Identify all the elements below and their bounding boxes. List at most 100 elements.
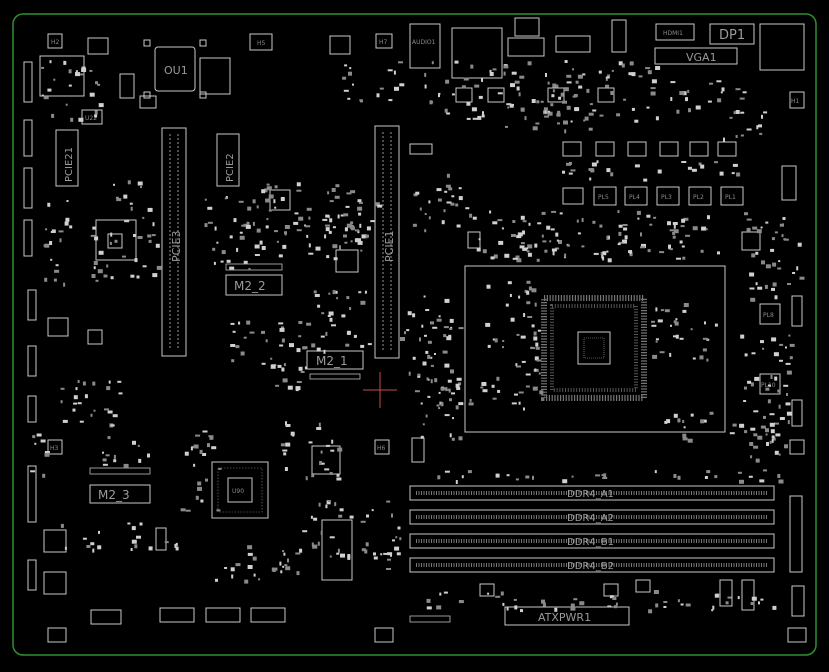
passive-component bbox=[637, 217, 640, 220]
passive-component bbox=[235, 563, 241, 567]
passive-component bbox=[274, 230, 278, 233]
passive-component bbox=[489, 72, 494, 76]
passive-component bbox=[374, 202, 380, 207]
passive-component bbox=[574, 107, 580, 112]
passive-component bbox=[609, 595, 614, 599]
passive-component bbox=[592, 220, 596, 224]
passive-component bbox=[304, 366, 307, 370]
passive-component bbox=[700, 164, 705, 169]
passive-component bbox=[86, 545, 91, 548]
passive-component bbox=[208, 435, 214, 438]
passive-component bbox=[91, 274, 96, 278]
passive-component bbox=[534, 368, 537, 372]
passive-component bbox=[770, 429, 775, 434]
audio1-label: AUDIO1 bbox=[412, 39, 436, 46]
passive-component bbox=[34, 442, 37, 445]
passive-component bbox=[73, 395, 78, 400]
passive-component bbox=[449, 318, 454, 323]
passive-component bbox=[572, 95, 577, 98]
passive-component bbox=[226, 259, 231, 263]
passive-component bbox=[147, 453, 150, 458]
passive-component bbox=[681, 161, 687, 163]
passive-component bbox=[596, 160, 599, 164]
passive-component bbox=[759, 132, 763, 135]
passive-component bbox=[540, 100, 544, 103]
passive-component bbox=[779, 223, 784, 227]
passive-component bbox=[520, 609, 523, 613]
vrm-chokes: PL5 PL4 PL3 PL2 PL1 PL8 PL10 H1 bbox=[562, 91, 805, 395]
passive-component bbox=[98, 103, 104, 108]
passive-component bbox=[746, 227, 751, 232]
passive-component bbox=[320, 450, 323, 454]
passive-component bbox=[757, 435, 763, 440]
passive-component bbox=[581, 245, 585, 248]
passive-component bbox=[240, 351, 245, 356]
pl8-label: PL8 bbox=[763, 312, 774, 319]
passive-component bbox=[647, 70, 652, 75]
slot-m2-1: M2_1 bbox=[306, 350, 364, 380]
passive-component bbox=[690, 328, 693, 331]
passive-component bbox=[285, 424, 291, 427]
passive-component bbox=[748, 475, 753, 478]
passive-component bbox=[30, 470, 36, 473]
passive-component bbox=[758, 124, 762, 128]
passive-component bbox=[364, 290, 367, 294]
passive-component bbox=[528, 222, 531, 226]
passive-component bbox=[534, 302, 537, 307]
passive-component bbox=[324, 234, 327, 239]
passive-component bbox=[747, 380, 752, 384]
passive-component bbox=[231, 359, 235, 363]
passive-component bbox=[40, 439, 46, 443]
passive-component bbox=[330, 449, 335, 452]
passive-component bbox=[81, 68, 87, 72]
passive-component bbox=[273, 567, 278, 571]
passive-component bbox=[764, 284, 768, 289]
passive-component bbox=[566, 81, 572, 84]
passive-component bbox=[47, 88, 52, 92]
passive-component bbox=[209, 435, 214, 440]
passive-component bbox=[294, 212, 299, 215]
passive-component bbox=[583, 119, 586, 122]
passive-component bbox=[682, 309, 687, 313]
passive-component bbox=[785, 346, 787, 349]
passive-component bbox=[774, 231, 778, 234]
passive-component bbox=[279, 344, 284, 347]
passive-component bbox=[43, 244, 47, 247]
passive-component bbox=[134, 258, 138, 263]
passive-component bbox=[94, 236, 99, 241]
passive-component bbox=[50, 258, 53, 261]
slot-pcie3: PCIE3 bbox=[161, 127, 187, 357]
passive-component bbox=[602, 477, 608, 479]
ou1-label: OU1 bbox=[164, 64, 188, 77]
passive-component bbox=[557, 122, 560, 125]
passive-component bbox=[683, 426, 686, 429]
hole-h5-label: H5 bbox=[257, 40, 266, 47]
passive-component bbox=[765, 428, 769, 433]
passive-component bbox=[669, 229, 675, 232]
passive-component bbox=[732, 163, 738, 167]
passive-component bbox=[458, 187, 462, 190]
passive-component bbox=[70, 117, 74, 122]
passive-component bbox=[50, 231, 56, 233]
passive-component bbox=[110, 232, 113, 237]
alignment-crosshair bbox=[363, 372, 397, 408]
passive-component bbox=[75, 72, 80, 77]
passive-component bbox=[60, 400, 63, 404]
passive-component bbox=[438, 315, 441, 318]
passive-component bbox=[195, 434, 201, 437]
passive-component bbox=[113, 459, 117, 463]
passive-component bbox=[720, 91, 723, 94]
passive-component bbox=[606, 168, 611, 173]
passive-component bbox=[621, 63, 625, 68]
passive-component bbox=[449, 398, 452, 402]
passive-component bbox=[577, 232, 581, 235]
passive-component bbox=[436, 605, 442, 610]
passive-component bbox=[673, 229, 679, 234]
hdmi1-label: HDMI1 bbox=[663, 30, 683, 37]
pcie21-label: PCIE21 bbox=[64, 147, 75, 182]
passive-component bbox=[650, 91, 656, 96]
passive-component bbox=[398, 61, 403, 64]
hole-h1-label: H1 bbox=[791, 98, 800, 105]
passive-component bbox=[365, 542, 369, 547]
passive-component bbox=[659, 251, 665, 254]
